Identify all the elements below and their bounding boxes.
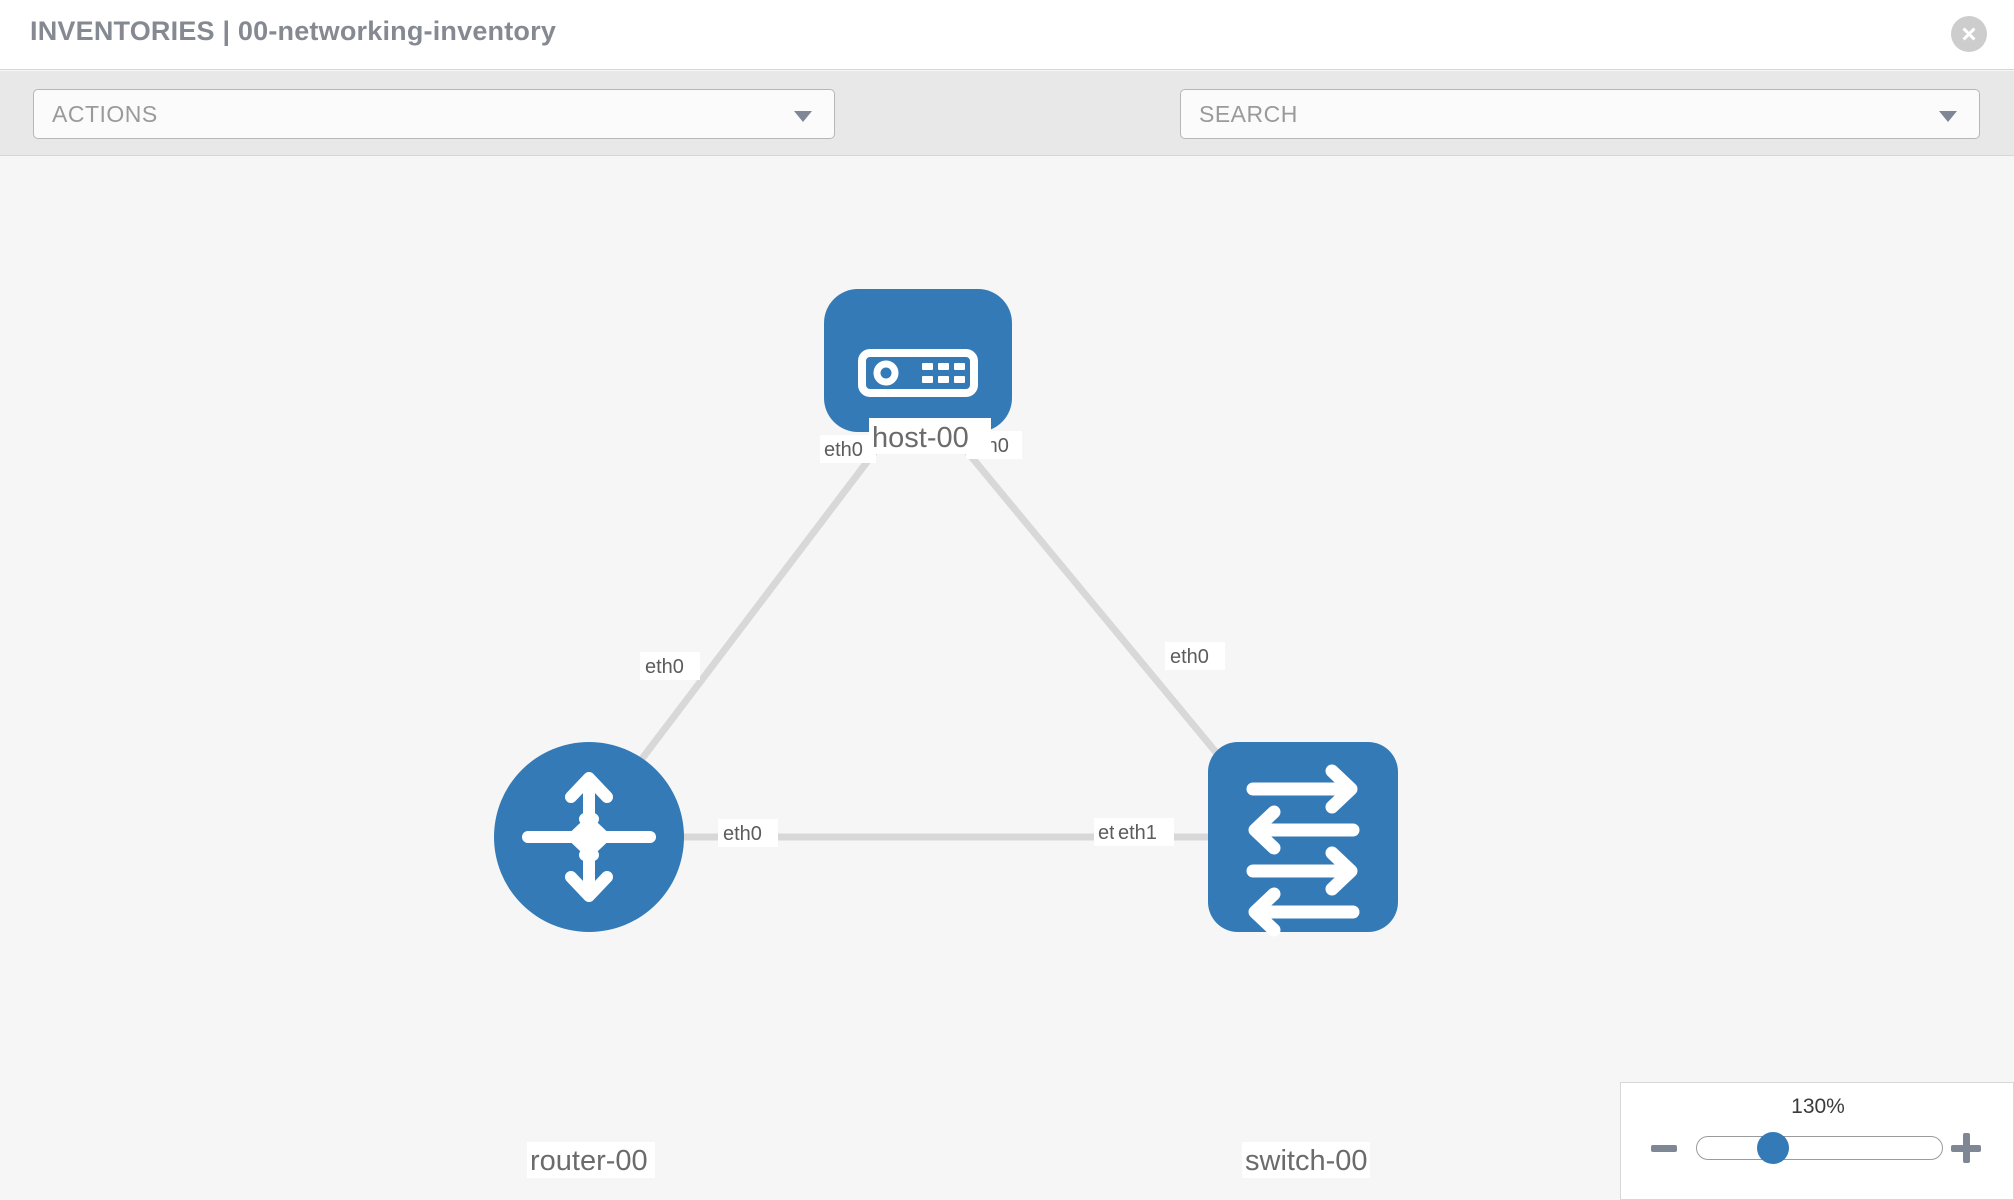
zoom-in-button[interactable] [1951, 1133, 1981, 1163]
iface-label-switch-host: eth0 [1165, 642, 1225, 670]
node-label-text: host-00 [872, 422, 969, 454]
node-switch-00[interactable] [1208, 742, 1398, 937]
zoom-control-panel: 130% [1620, 1082, 2014, 1200]
node-label-router-00: router-00 [527, 1142, 655, 1178]
iface-label-router-switch-right: eth1 [1114, 818, 1174, 846]
page-header: INVENTORIES | 00-networking-inventory [0, 0, 2014, 70]
link-host-router[interactable] [610, 422, 898, 800]
iface-label-text: eth0 [723, 823, 762, 845]
node-label-text: router-00 [530, 1145, 648, 1177]
page-title: INVENTORIES | 00-networking-inventory [30, 16, 557, 46]
topology-canvas[interactable]: eth0 eth0 eth0 eth0 eth0 eth0 [0, 157, 2014, 1200]
chevron-down-icon [794, 111, 812, 122]
node-router-00[interactable] [494, 742, 684, 932]
zoom-out-button[interactable] [1651, 1145, 1677, 1152]
actions-dropdown[interactable]: ACTIONS [33, 89, 835, 139]
iface-label-text: eth1 [1118, 822, 1157, 844]
iface-label-router-switch-left: eth0 [718, 819, 778, 847]
iface-label-router-host: eth0 [640, 652, 700, 680]
toolbar: ACTIONS SEARCH [0, 71, 2014, 198]
link-host-switch[interactable] [942, 422, 1256, 800]
chevron-down-icon[interactable] [1939, 111, 1957, 122]
node-label-host-00: host-00 [869, 418, 991, 454]
iface-label-host-router: eth0 [820, 435, 876, 463]
zoom-percent-label: 130% [1791, 1095, 1845, 1118]
zoom-slider-thumb[interactable] [1757, 1132, 1789, 1164]
actions-dropdown-label: ACTIONS [52, 101, 158, 127]
search-input[interactable]: SEARCH [1180, 89, 1980, 139]
node-label-text: switch-00 [1245, 1145, 1368, 1177]
node-host-00[interactable] [824, 289, 1012, 432]
iface-label-text: eth0 [824, 439, 863, 461]
search-placeholder: SEARCH [1199, 101, 1298, 127]
iface-label-text: eth0 [1170, 646, 1209, 668]
close-icon[interactable] [1951, 16, 1987, 52]
topology-graph: eth0 eth0 eth0 eth0 eth0 eth0 [494, 289, 1398, 1178]
node-label-switch-00: switch-00 [1242, 1142, 1370, 1178]
iface-label-text: eth0 [645, 656, 684, 678]
zoom-slider-track[interactable] [1696, 1136, 1943, 1160]
